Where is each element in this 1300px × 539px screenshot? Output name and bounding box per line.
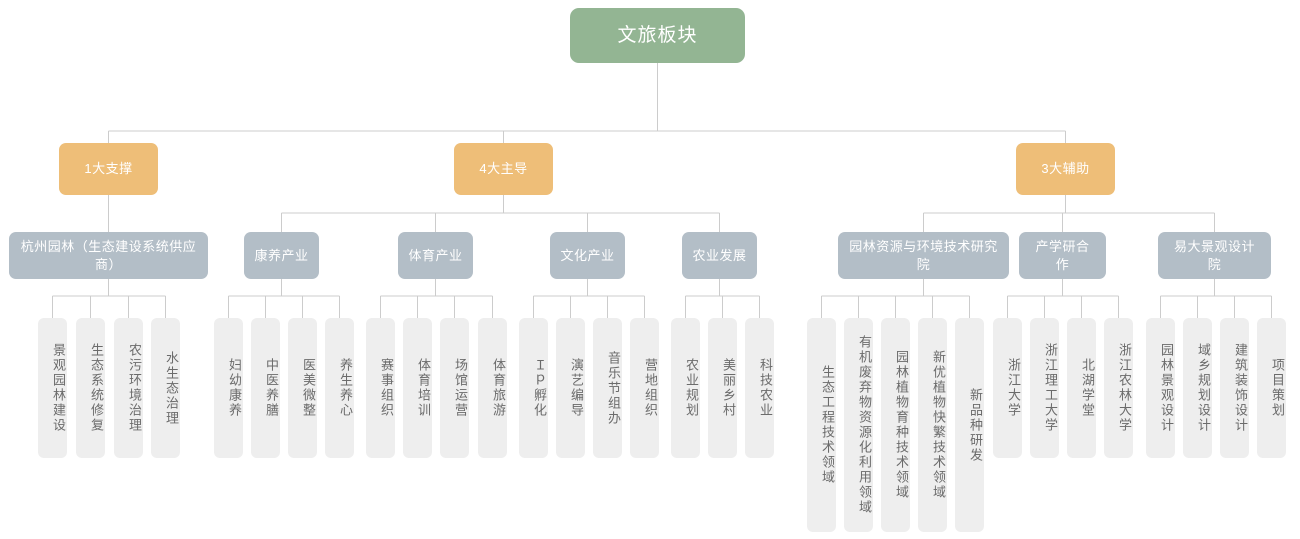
leaf-node-new-variety-rnd[interactable]: 新品种研发 [955, 318, 984, 532]
subunit-node-research-institute[interactable]: 园林资源与环境技术研究院 [838, 232, 1009, 279]
leaf-node-wellness[interactable]: 养生养心 [325, 318, 354, 458]
subunit-node-sports-industry[interactable]: 体育产业 [398, 232, 473, 279]
leaf-node-beautiful-countryside[interactable]: 美丽乡村 [708, 318, 737, 458]
leaf-node-zhejiang-university[interactable]: 浙江大学 [993, 318, 1022, 458]
leaf-node-event-organization[interactable]: 赛事组织 [366, 318, 395, 458]
leaf-node-sports-training[interactable]: 体育培训 [403, 318, 432, 458]
leaf-node-venue-operation[interactable]: 场馆运营 [440, 318, 469, 458]
leaf-node-campsite-organization[interactable]: 营地组织 [630, 318, 659, 458]
leaf-node-ecosystem-restoration[interactable]: 生态系统修复 [76, 318, 105, 458]
category-node-3[interactable]: 3大辅助 [1016, 143, 1115, 195]
leaf-node-organic-waste-utilization[interactable]: 有机废弃物资源化利用领域 [844, 318, 873, 532]
subunit-node-agriculture-development[interactable]: 农业发展 [682, 232, 757, 279]
leaf-node-project-planning[interactable]: 项目策划 [1257, 318, 1286, 458]
leaf-node-performance-directing[interactable]: 演艺编导 [556, 318, 585, 458]
leaf-node-ip-incubation[interactable]: Ｉｐ孵化 [519, 318, 548, 458]
leaf-node-maternal-child-care[interactable]: 妇幼康养 [214, 318, 243, 458]
category-node-2[interactable]: 4大主导 [454, 143, 553, 195]
subunit-node-industry-academia[interactable]: 产学研合作 [1019, 232, 1106, 279]
leaf-node-zhejiang-agriculture-forestry-university[interactable]: 浙江农林大学 [1104, 318, 1133, 458]
leaf-node-eco-engineering-tech[interactable]: 生态工程技术领域 [807, 318, 836, 532]
leaf-node-medical-beauty[interactable]: 医美微整 [288, 318, 317, 458]
subunit-node-yida-design[interactable]: 易大景观设计院 [1158, 232, 1271, 279]
leaf-node-architecture-decoration-design[interactable]: 建筑装饰设计 [1220, 318, 1249, 458]
subunit-node-culture-industry[interactable]: 文化产业 [550, 232, 625, 279]
subunit-node-hangzhou-landscape[interactable]: 杭州园林（生态建设系统供应商） [9, 232, 208, 279]
subunit-node-health-industry[interactable]: 康养产业 [244, 232, 319, 279]
leaf-node-music-festival[interactable]: 音乐节组办 [593, 318, 622, 458]
leaf-node-rural-pollution-treatment[interactable]: 农污环境治理 [114, 318, 143, 458]
leaf-node-landscape-design[interactable]: 园林景观设计 [1146, 318, 1175, 458]
leaf-node-tcm-diet[interactable]: 中医养膳 [251, 318, 280, 458]
leaf-node-zhejiang-sci-tech-university[interactable]: 浙江理工大学 [1030, 318, 1059, 458]
root-node[interactable]: 文旅板块 [570, 8, 745, 63]
leaf-node-water-ecology-treatment[interactable]: 水生态治理 [151, 318, 180, 458]
leaf-node-rapid-propagation-tech[interactable]: 新优植物快繁技术领域 [918, 318, 947, 532]
leaf-node-tech-agriculture[interactable]: 科技农业 [745, 318, 774, 458]
leaf-node-sports-tourism[interactable]: 体育旅游 [478, 318, 507, 458]
leaf-node-agriculture-planning[interactable]: 农业规划 [671, 318, 700, 458]
leaf-node-plant-breeding-tech[interactable]: 园林植物育种技术领域 [881, 318, 910, 532]
leaf-node-urban-rural-planning-design[interactable]: 域乡规划设计 [1183, 318, 1212, 458]
leaf-node-beihu-academy[interactable]: 北湖学堂 [1067, 318, 1096, 458]
category-node-1[interactable]: 1大支撑 [59, 143, 158, 195]
leaf-node-landscape-construction[interactable]: 景观园林建设 [38, 318, 67, 458]
